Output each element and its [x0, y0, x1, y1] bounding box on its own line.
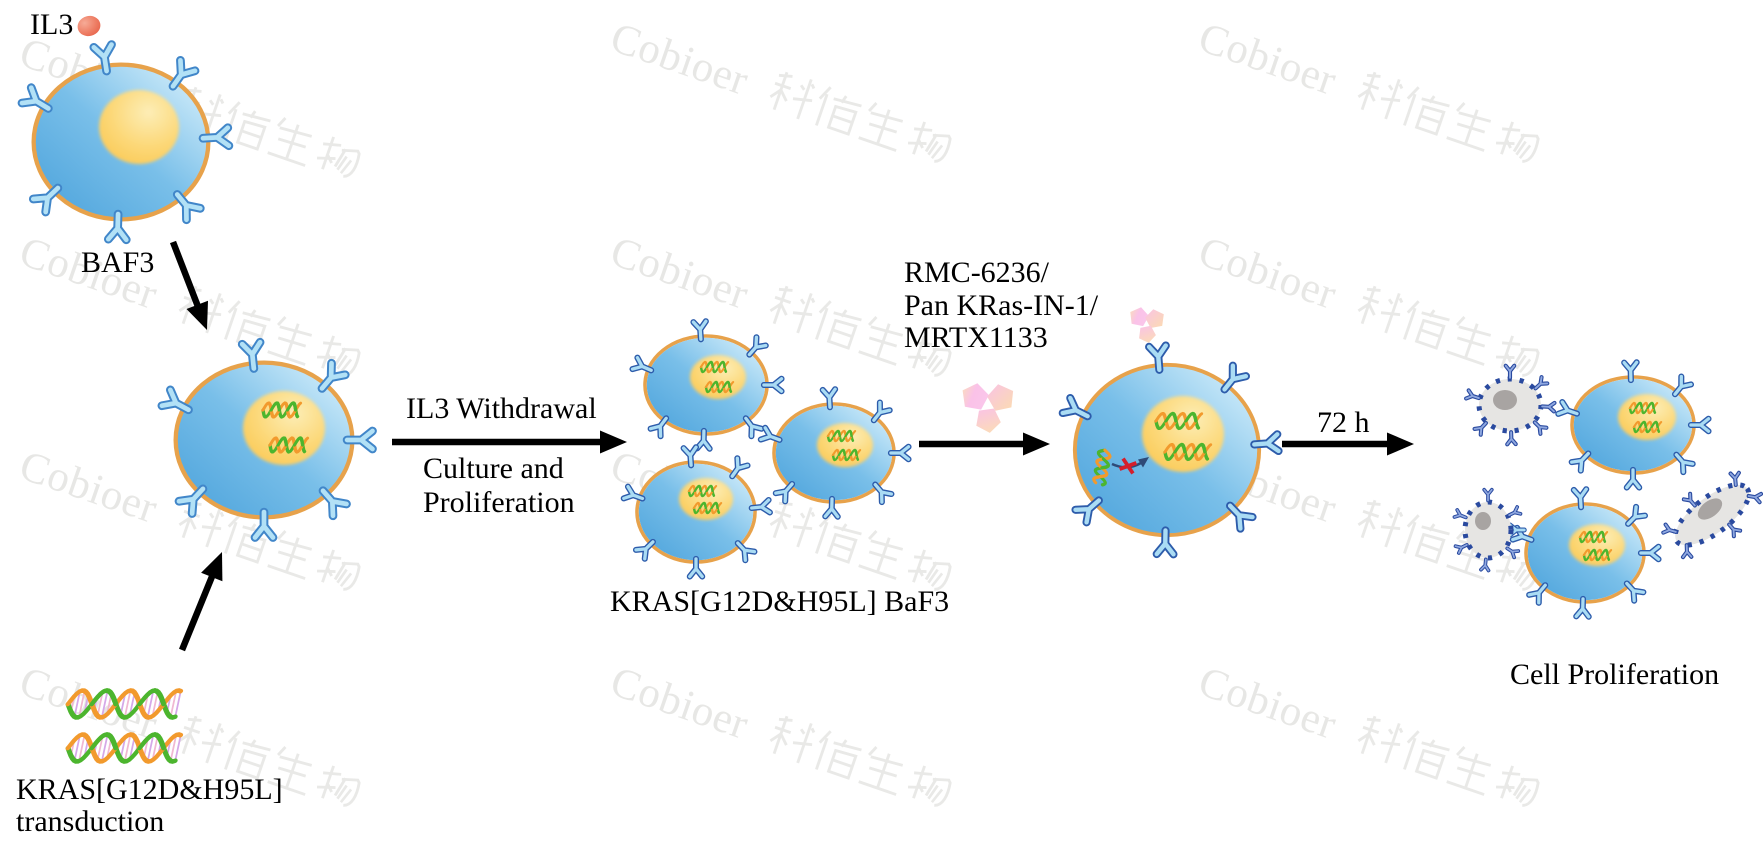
- svg-text:RMC-6236/: RMC-6236/: [904, 256, 1050, 289]
- svg-text:transduction: transduction: [16, 805, 164, 838]
- svg-text:BAF3: BAF3: [81, 246, 154, 279]
- svg-text:Proliferation: Proliferation: [423, 486, 575, 519]
- svg-text:IL3 Withdrawal: IL3 Withdrawal: [406, 392, 597, 425]
- svg-text:72 h: 72 h: [1317, 406, 1370, 439]
- svg-text:IL3: IL3: [30, 8, 73, 41]
- svg-text:KRAS[G12D&H95L] BaF3: KRAS[G12D&H95L] BaF3: [610, 585, 949, 618]
- svg-text:Pan KRas-IN-1/: Pan KRas-IN-1/: [904, 289, 1099, 322]
- svg-text:Culture and: Culture and: [423, 452, 564, 485]
- svg-text:Cell Proliferation: Cell Proliferation: [1510, 658, 1719, 691]
- svg-text:KRAS[G12D&H95L]: KRAS[G12D&H95L]: [16, 773, 283, 806]
- svg-text:MRTX1133: MRTX1133: [904, 321, 1048, 354]
